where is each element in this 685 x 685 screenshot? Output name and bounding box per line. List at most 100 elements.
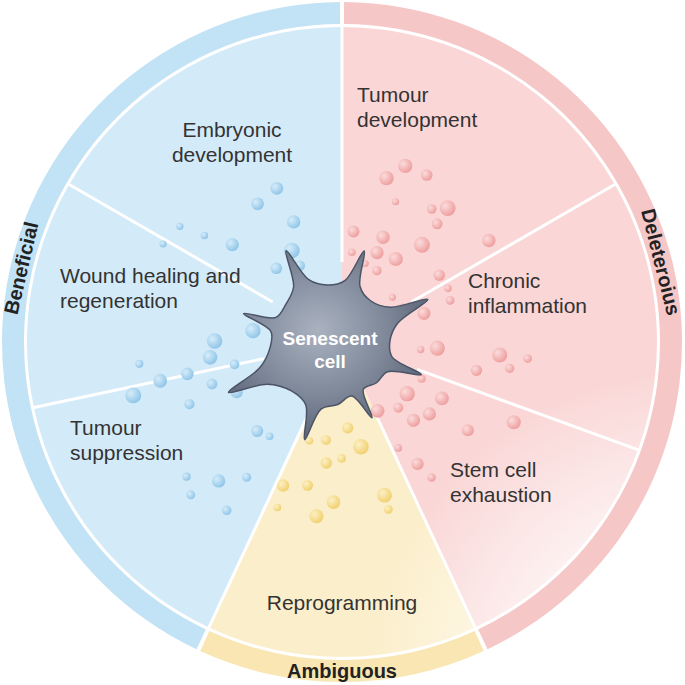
secretion-dot	[277, 479, 289, 491]
secretion-dot	[492, 347, 507, 362]
secretion-dot	[342, 422, 353, 433]
secretion-dot	[434, 269, 445, 280]
secretion-dot	[394, 444, 402, 452]
ring-band-shape	[200, 631, 484, 682]
secretion-dot	[159, 240, 166, 247]
secretion-dot	[207, 379, 218, 390]
secretion-dot	[389, 294, 396, 301]
secretion-dot	[266, 433, 274, 441]
secretion-dot	[251, 198, 264, 211]
secretion-dot	[421, 169, 433, 181]
secretion-dot	[309, 509, 323, 523]
secretion-dot	[222, 506, 232, 516]
sector-label: Chronic inflammation	[468, 268, 643, 318]
secretion-dot	[418, 375, 426, 383]
secretion-dot	[462, 424, 474, 436]
secretion-dot	[435, 392, 449, 406]
secretion-dot	[471, 365, 482, 376]
secretion-dot	[176, 223, 183, 230]
band-label: Ambiguous	[287, 659, 397, 683]
secretion-dot	[321, 435, 331, 445]
senescent-cell-body	[228, 251, 427, 440]
secretion-dot	[274, 504, 282, 512]
sector: Wound healing and regeneration	[60, 263, 265, 313]
secretion-dot	[181, 368, 194, 381]
secretion-dot	[251, 425, 263, 437]
sector: Stem cell exhaustion	[450, 457, 590, 507]
secretion-dot	[446, 296, 455, 305]
secretion-dot	[348, 248, 356, 256]
secretion-dot	[242, 473, 251, 482]
secretion-dot	[417, 307, 430, 320]
secretion-dot	[302, 480, 313, 491]
secretion-dot	[327, 495, 341, 509]
secretion-dot	[411, 458, 423, 470]
secretion-dot	[184, 399, 194, 409]
secretion-dot	[201, 232, 208, 239]
secretion-dot	[270, 182, 283, 195]
secretion-dot	[153, 374, 167, 388]
secretion-dot	[287, 215, 300, 228]
secretion-dot	[398, 159, 412, 173]
secretion-dot	[423, 407, 436, 420]
secretion-dot	[379, 171, 393, 185]
sector: Tumour development	[357, 82, 537, 132]
sector-divider	[417, 369, 639, 450]
secretion-dot	[370, 246, 383, 259]
secretion-dot	[407, 414, 420, 427]
secretion-dot	[203, 350, 218, 365]
secretion-dot	[507, 415, 521, 429]
secretion-dot	[125, 387, 141, 403]
secretion-dot	[384, 505, 393, 514]
secretion-dot	[427, 204, 437, 214]
sector-divider	[341, 26, 344, 262]
sector: Embryonic development	[147, 117, 317, 167]
secretion-dot	[523, 354, 532, 363]
secretion-dot	[245, 323, 260, 338]
ring-band: Beneficial	[0, 219, 44, 316]
secretion-dot	[186, 490, 195, 499]
secretion-dot	[430, 341, 445, 356]
secretion-dot	[212, 474, 225, 487]
secretion-dot	[432, 218, 443, 229]
band-label: Deleteroius	[636, 207, 685, 319]
secretion-dot	[427, 473, 436, 482]
secretion-dot	[392, 198, 399, 205]
secretion-dot	[444, 285, 452, 293]
secretion-dot	[417, 346, 424, 353]
sector-label: Embryonic development	[147, 117, 317, 167]
sector: Reprogramming	[232, 590, 452, 615]
sector-label: Tumour suppression	[70, 415, 240, 465]
secretion-dot	[182, 473, 190, 481]
sector-label: Stem cell exhaustion	[450, 457, 590, 507]
secretion-dot	[400, 386, 415, 401]
cell-label: Senescent cell	[274, 328, 386, 374]
secretion-dot	[414, 237, 430, 253]
secretion-dot	[226, 238, 239, 251]
sector-divider	[33, 359, 264, 408]
secretion-dot	[348, 226, 360, 238]
secretion-dot	[207, 333, 222, 348]
secretion-dot	[353, 439, 368, 454]
secretion-dot	[389, 252, 403, 266]
secretion-dot	[135, 360, 143, 368]
secretion-dot	[337, 454, 346, 463]
secretion-dot	[372, 266, 381, 275]
ring-band: Deleteroius	[636, 207, 685, 319]
secretion-dot	[482, 234, 495, 247]
sector: Tumour suppression	[70, 415, 240, 465]
secretion-dot	[440, 200, 456, 216]
secretion-dot	[321, 457, 332, 468]
sector-label: Tumour development	[357, 82, 537, 132]
secretion-dot	[371, 404, 385, 418]
cell: Senescent cell	[274, 328, 386, 374]
secretion-dot	[230, 360, 240, 370]
secretion-dot	[377, 488, 392, 503]
sector: Chronic inflammation	[468, 268, 643, 318]
sector-label: Wound healing and regeneration	[60, 263, 265, 313]
secretion-dot	[271, 262, 283, 274]
secretion-dot	[376, 231, 389, 244]
